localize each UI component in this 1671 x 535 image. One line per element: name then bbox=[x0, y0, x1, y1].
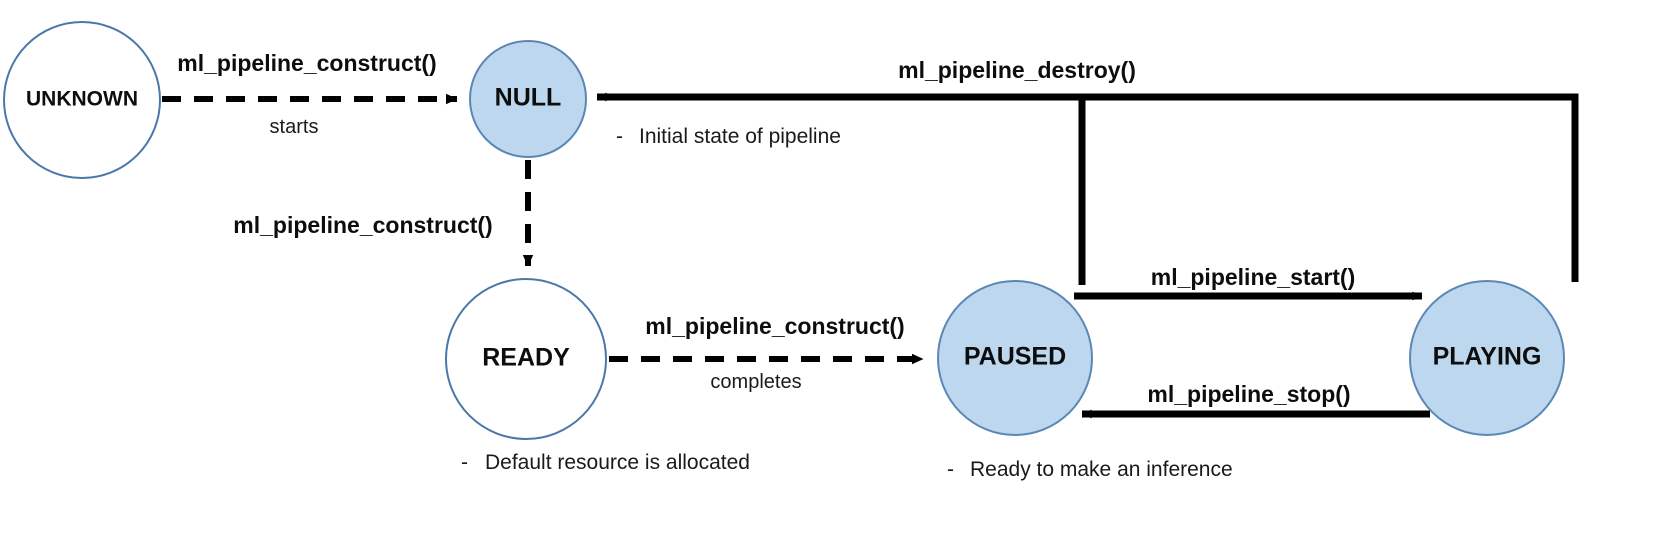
edge-label-paused-to-playing: ml_pipeline_start() bbox=[1151, 264, 1356, 290]
note-null-text: Initial state of pipeline bbox=[639, 125, 841, 148]
state-circle-playing[interactable] bbox=[1409, 280, 1565, 436]
edge-sublabel-unknown-to-null: starts bbox=[270, 116, 319, 138]
state-node-paused[interactable]: PAUSED bbox=[937, 280, 1093, 436]
state-node-ready[interactable]: READY bbox=[445, 278, 607, 440]
edge-label-destroy-to-null: ml_pipeline_destroy() bbox=[898, 57, 1136, 83]
note-paused-text: Ready to make an inference bbox=[970, 458, 1233, 481]
note-ready-text: Default resource is allocated bbox=[485, 451, 750, 474]
edge-line-destroy-main bbox=[596, 92, 1579, 282]
note-paused: - Ready to make an inference bbox=[947, 458, 1233, 481]
state-label-playing: PLAYING bbox=[1433, 343, 1542, 371]
edge-destroy-to-null: ml_pipeline_destroy() bbox=[596, 57, 1579, 285]
note-paused-marker: - bbox=[947, 458, 954, 481]
edge-label-null-to-ready: ml_pipeline_construct() bbox=[233, 212, 492, 238]
note-null: - Initial state of pipeline bbox=[616, 125, 841, 148]
state-circle-paused[interactable] bbox=[937, 280, 1093, 436]
state-label-paused: PAUSED bbox=[964, 343, 1066, 371]
state-label-null: NULL bbox=[495, 84, 562, 112]
edge-paused-to-playing: ml_pipeline_start() bbox=[1074, 264, 1423, 301]
state-node-null[interactable]: NULL bbox=[469, 40, 587, 158]
edge-playing-to-paused: ml_pipeline_stop() bbox=[1081, 381, 1430, 419]
state-circle-ready[interactable] bbox=[445, 278, 607, 440]
edge-ready-to-paused: ml_pipeline_construct() completes bbox=[609, 313, 924, 393]
edge-label-unknown-to-null: ml_pipeline_construct() bbox=[177, 50, 436, 76]
edge-null-to-ready: ml_pipeline_construct() bbox=[233, 160, 534, 267]
note-ready-marker: - bbox=[461, 451, 468, 474]
edge-unknown-to-null: ml_pipeline_construct() starts bbox=[162, 50, 458, 138]
state-node-playing[interactable]: PLAYING bbox=[1409, 280, 1565, 436]
edge-label-playing-to-paused: ml_pipeline_stop() bbox=[1147, 381, 1350, 407]
note-ready: - Default resource is allocated bbox=[461, 451, 750, 474]
state-label-unknown: UNKNOWN bbox=[26, 88, 138, 111]
note-null-marker: - bbox=[616, 125, 623, 148]
state-circle-unknown[interactable] bbox=[3, 21, 161, 179]
state-circle-null[interactable] bbox=[469, 40, 587, 158]
edge-sublabel-ready-to-paused: completes bbox=[710, 371, 801, 393]
state-node-unknown[interactable]: UNKNOWN bbox=[3, 21, 161, 179]
edge-label-ready-to-paused: ml_pipeline_construct() bbox=[645, 313, 904, 339]
state-label-ready: READY bbox=[482, 344, 570, 372]
